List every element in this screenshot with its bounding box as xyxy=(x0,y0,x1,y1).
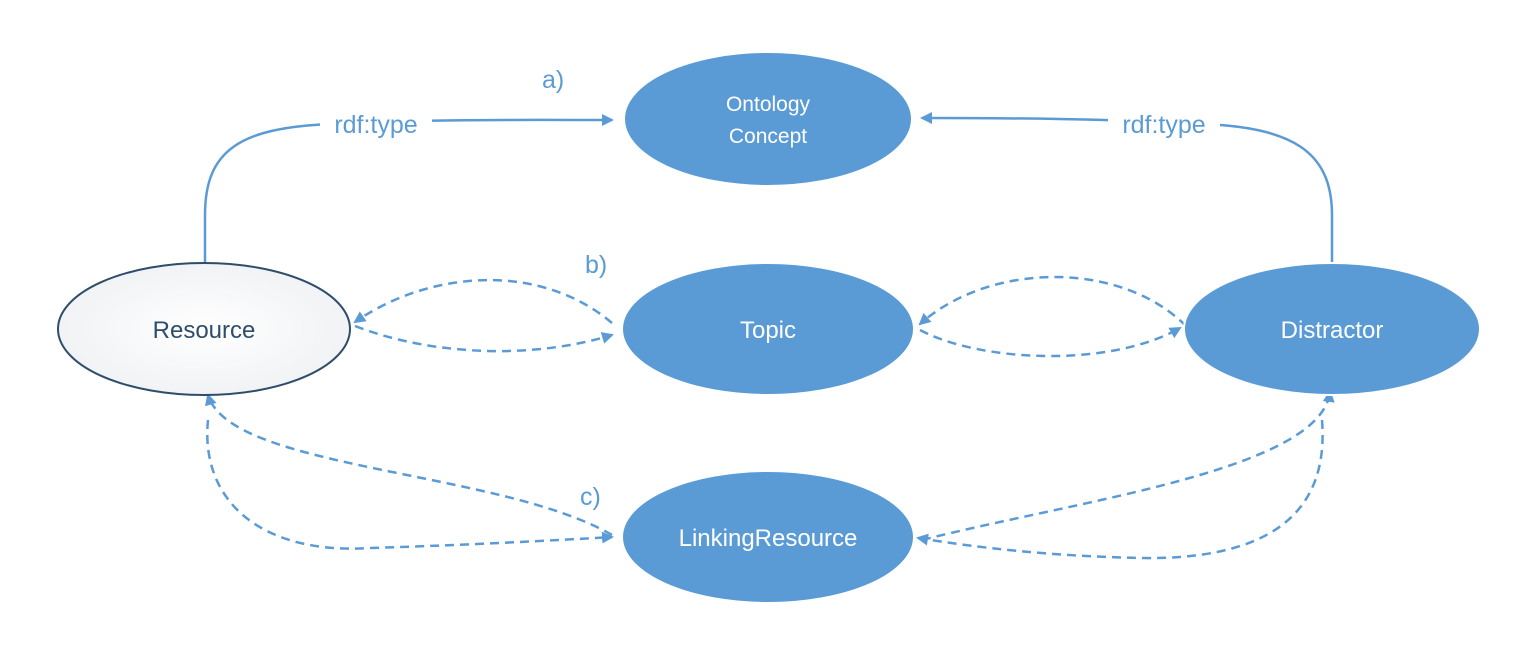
node-label-line2: Concept xyxy=(729,125,807,148)
edge-topic-to-resource xyxy=(353,278,613,324)
node-shape xyxy=(621,470,915,604)
edge-linking-to-resource xyxy=(205,393,613,537)
node-label: Topic xyxy=(740,317,796,344)
label-bg xyxy=(1108,112,1220,138)
node-shape xyxy=(57,262,351,396)
group-label-b: b) xyxy=(585,251,607,279)
node-distractor[interactable]: Distractor xyxy=(1183,262,1481,396)
node-shape xyxy=(1183,262,1481,396)
edge-label-text: rdf:type xyxy=(1122,111,1205,139)
group-label-c: c) xyxy=(580,483,601,511)
edge-distractor-to-linking xyxy=(916,419,1324,560)
edge-label-type-right: rdf:type xyxy=(1108,111,1220,139)
group-label-a: a) xyxy=(542,66,564,94)
node-ontology-concept[interactable]: Ontology Concept xyxy=(623,51,913,187)
node-label: Resource xyxy=(153,317,256,344)
node-linking-resource[interactable]: LinkingResource xyxy=(621,470,915,604)
edge-resource-to-linking xyxy=(206,419,614,550)
edge-label-type-left: rdf:type xyxy=(320,111,432,139)
node-label-line1: Ontology xyxy=(726,93,811,116)
node-label: LinkingResource xyxy=(679,525,858,552)
node-shape xyxy=(621,262,915,396)
edge-distractor-to-topic xyxy=(918,275,1187,327)
edge-distractor-to-ontology xyxy=(920,112,1334,266)
node-shape xyxy=(623,51,913,187)
node-topic[interactable]: Topic xyxy=(621,262,915,396)
edge-label-text: rdf:type xyxy=(334,111,417,139)
node-label: Distractor xyxy=(1281,317,1384,344)
edge-resource-to-topic xyxy=(354,324,614,353)
edges xyxy=(203,112,1335,560)
label-bg xyxy=(320,112,432,138)
edge-resource-to-ontology xyxy=(203,113,614,262)
edge-linking-to-distractor xyxy=(921,390,1335,542)
node-resource[interactable]: Resource xyxy=(57,262,351,396)
edge-topic-to-distractor xyxy=(919,326,1182,358)
